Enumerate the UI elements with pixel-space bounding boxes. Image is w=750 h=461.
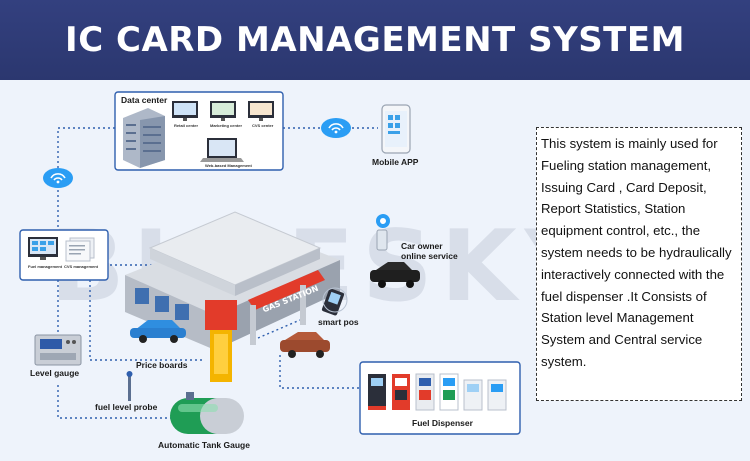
automatic-tank-gauge-icon <box>170 392 244 434</box>
retail-center-label: Retail center <box>174 123 199 128</box>
car-owner-label: Car owner <box>401 241 443 251</box>
dispenser-3-icon <box>415 373 435 411</box>
smart-pos-label: smart pos <box>318 317 359 327</box>
connector-station-dispenser <box>279 355 360 389</box>
fuel-management-label: Fuel management <box>28 264 63 269</box>
cvs-management-label: CVS management <box>64 264 99 269</box>
dispenser-6-icon <box>487 379 507 411</box>
marketing-center-monitor-icon <box>210 101 236 121</box>
smartphone-icon <box>381 104 411 154</box>
location-pin-icon <box>376 214 390 251</box>
level-gauge-label: Level gauge <box>30 368 80 378</box>
automatic-tank-gauge-label: Automatic Tank Gauge <box>158 440 250 450</box>
page-title: IC CARD MANAGEMENT SYSTEM <box>65 20 685 60</box>
black-car-icon <box>370 262 420 288</box>
fuel-dispenser-machines <box>368 373 507 411</box>
retail-center-monitor-icon <box>172 101 198 121</box>
online-service-label: online service <box>401 251 458 261</box>
pos-terminal-icon <box>321 287 348 316</box>
dispenser-1-icon <box>368 374 386 410</box>
mobile-app-label: Mobile APP <box>372 157 419 167</box>
cvs-center-label: CVS center <box>252 123 274 128</box>
description-box <box>536 127 742 401</box>
fuel-management-monitor-icon <box>28 237 58 260</box>
fuel-level-probe-icon <box>126 371 133 401</box>
connector-fuelmgmt-priceboards <box>89 280 205 361</box>
dispenser-5-icon <box>463 379 483 411</box>
dispenser-4-icon <box>439 373 459 411</box>
wifi-icon <box>321 118 351 138</box>
price-boards-label: Price boards <box>136 360 188 370</box>
marketing-center-label: Marketing center <box>210 123 243 128</box>
gas-station-illustration <box>125 211 340 382</box>
web-management-label: Web-based Management <box>205 163 252 168</box>
wifi-icon <box>43 168 73 188</box>
data-center-label: Data center <box>121 95 168 105</box>
web-management-laptop-icon <box>200 138 244 162</box>
cvs-management-documents-icon <box>65 237 95 262</box>
data-center-building-icon <box>123 108 165 168</box>
dispenser-2-icon <box>392 374 410 410</box>
red-car-icon <box>280 332 330 358</box>
title-banner <box>0 0 750 80</box>
fuel-level-probe-label: fuel level probe <box>95 402 158 412</box>
fuel-dispenser-label: Fuel Dispenser <box>412 418 473 428</box>
blue-car-icon <box>130 320 186 343</box>
connector-datacenter-left <box>57 127 115 168</box>
level-gauge-device-icon <box>34 334 82 366</box>
connector-gauge-tank <box>57 385 175 419</box>
description-text: This system is mainly used for Fueling s… <box>541 136 732 369</box>
cvs-center-monitor-icon <box>248 101 274 121</box>
